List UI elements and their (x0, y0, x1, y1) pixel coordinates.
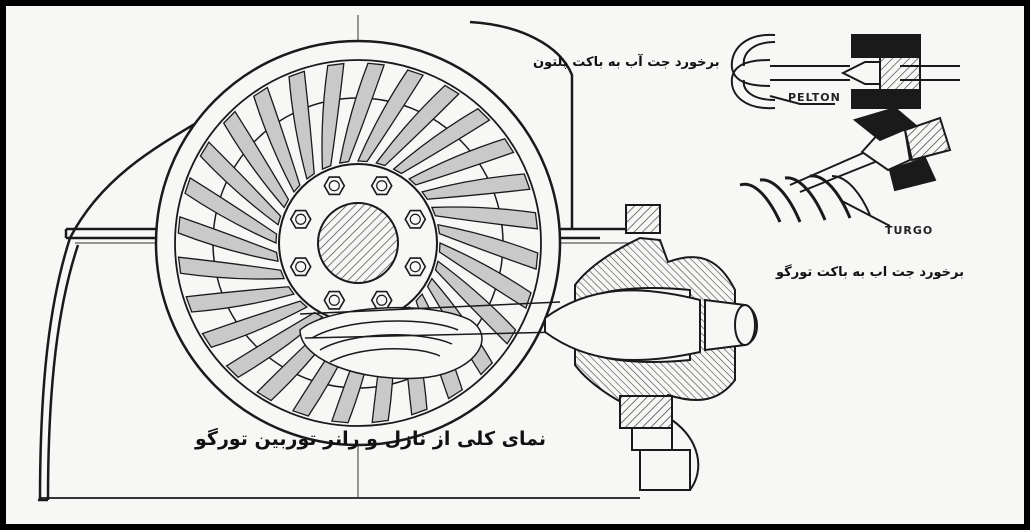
runner-blade (438, 242, 532, 310)
runner-blade (177, 215, 279, 263)
runner-blade (407, 137, 515, 186)
runner-blade (421, 173, 531, 200)
hub-bolt (289, 209, 312, 229)
hub-bolt (289, 257, 312, 277)
hub-bolt (404, 209, 427, 229)
runner-blade (225, 311, 324, 379)
runner-blade (375, 84, 460, 167)
runner-blade (430, 206, 539, 230)
blade-section (299, 306, 483, 380)
hub-bolt (323, 290, 346, 310)
runner-blade (222, 110, 290, 209)
pelton-caption: برخورد جت آب به باکت پلتون (533, 55, 720, 70)
runner-blade (185, 286, 295, 313)
runner-blade (199, 141, 282, 226)
shaft (317, 202, 399, 284)
runner-blade (177, 256, 286, 280)
runner-blade (392, 107, 491, 175)
hub-bolt (323, 176, 346, 196)
runner-blade (201, 300, 309, 349)
runner (154, 39, 562, 447)
water-jet (299, 301, 561, 339)
pelton-inset (730, 33, 960, 110)
main-caption: نمای کلی از نازل و رانر توربین تورگو (195, 428, 547, 450)
runner-blade (437, 223, 539, 271)
runner-blade (184, 176, 278, 244)
runner-blade (357, 69, 425, 163)
runner-blade (321, 62, 345, 171)
turgo-tag: TURGO (885, 224, 934, 237)
turgo-caption: برخورد جت اب به باکت تورگو (776, 265, 964, 280)
pelton-tag: PELTON (788, 91, 841, 104)
turgo-inset (739, 106, 952, 227)
hub-bolt (404, 257, 427, 277)
runner-blade (288, 70, 315, 180)
runner-blade (338, 62, 386, 164)
hub-bolts (289, 176, 427, 310)
nozzle-assembly (544, 204, 758, 491)
runner-blade (252, 86, 301, 194)
runner-blade (434, 260, 517, 345)
hub-bolt (370, 290, 393, 310)
hub-bolt (370, 176, 393, 196)
